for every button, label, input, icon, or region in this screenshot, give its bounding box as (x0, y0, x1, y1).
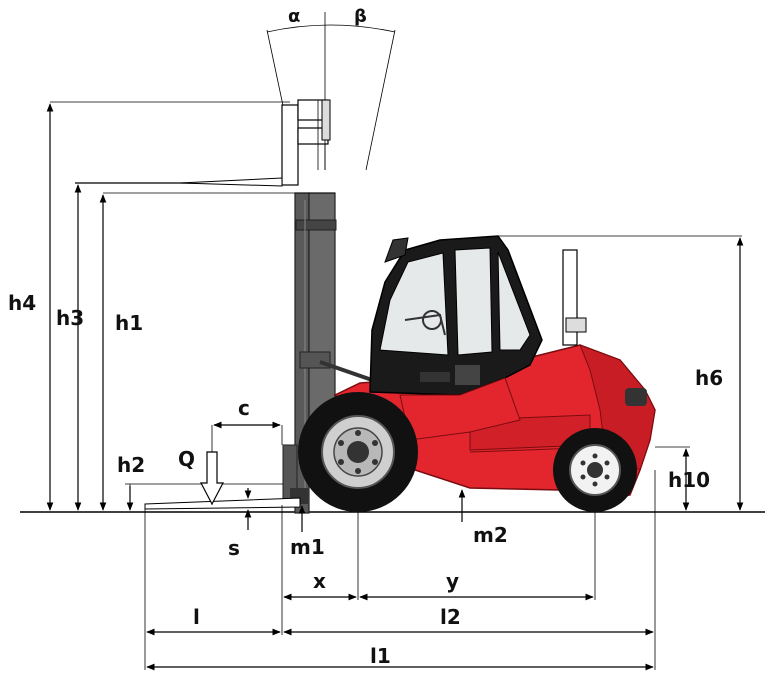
label-l1: l1 (370, 644, 391, 668)
label-m1: m1 (290, 535, 325, 559)
label-h4: h4 (8, 291, 36, 315)
label-c: c (238, 396, 250, 420)
label-y: y (446, 569, 459, 593)
label-alpha: α (288, 6, 300, 27)
fork-assembly (125, 444, 308, 510)
label-beta: β (354, 6, 367, 27)
label-h1: h1 (115, 311, 143, 335)
label-h3: h3 (56, 306, 84, 330)
label-h2: h2 (117, 453, 145, 477)
dimension-h1 (99, 192, 335, 511)
dimension-h6 (498, 235, 744, 511)
label-m2: m2 (473, 523, 508, 547)
label-l: l (193, 605, 200, 629)
raised-carriage (75, 99, 331, 187)
label-q: Q (178, 447, 195, 471)
label-s: s (228, 536, 240, 560)
label-x: x (313, 569, 326, 593)
load-arrow-q (200, 451, 224, 506)
front-wheel (298, 392, 418, 512)
dimension-h10 (655, 446, 690, 511)
label-h6: h6 (695, 366, 723, 390)
label-h10: h10 (668, 468, 710, 492)
rear-wheel (553, 428, 637, 512)
dimension-c (211, 421, 283, 505)
extension-lines (144, 470, 656, 670)
label-l2: l2 (440, 605, 461, 629)
dimension-h4 (46, 101, 290, 511)
